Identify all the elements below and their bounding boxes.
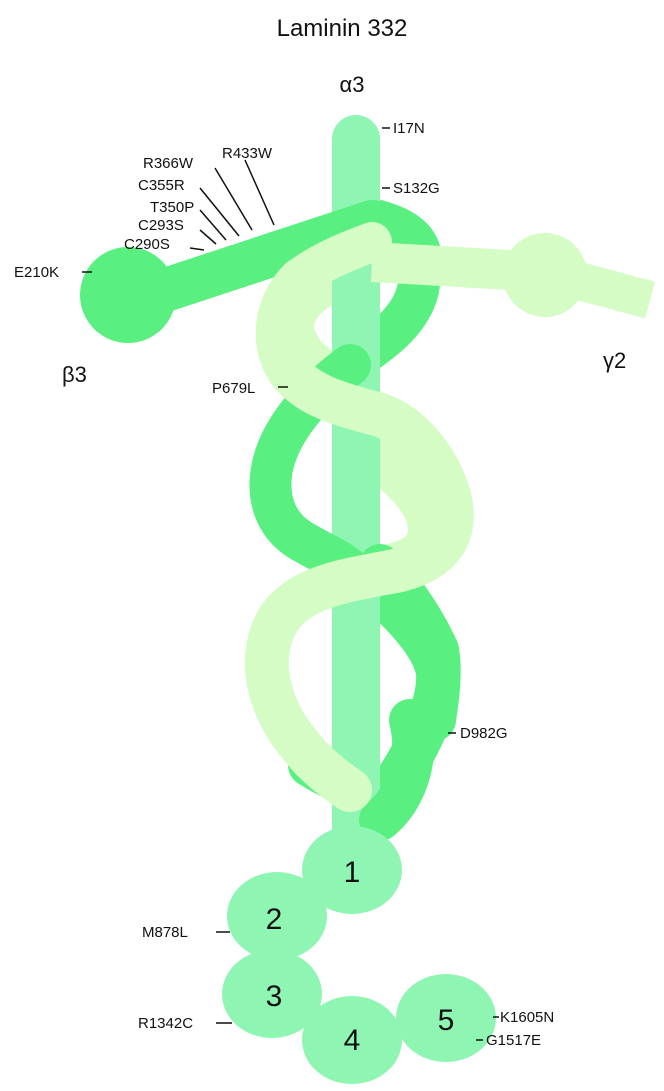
mutation-m878l: M878L <box>142 924 188 941</box>
mutation-c355r: C355R <box>138 177 185 194</box>
mutation-c290s: C290S <box>124 236 170 253</box>
mutation-r366w: R366W <box>143 155 194 172</box>
mutation-r433w: R433W <box>222 145 273 162</box>
beta3-label: β3 <box>62 362 87 387</box>
mutation-k1605n: K1605N <box>500 1009 554 1026</box>
lg-domain-4-label: 4 <box>344 1024 361 1057</box>
mutation-e210k: E210K <box>14 264 59 281</box>
mutation-p679l: P679L <box>212 380 255 397</box>
gamma2-chain-front <box>267 233 650 790</box>
mutation-t350p: T350P <box>150 199 194 216</box>
lg-domain-2-label: 2 <box>266 903 283 936</box>
lg-domain-5-label: 5 <box>438 1004 455 1037</box>
mutation-s132g: S132G <box>393 180 440 197</box>
mutation-r1342c: R1342C <box>138 1015 193 1032</box>
mutation-c293s: C293S <box>138 217 184 234</box>
lg-domains: 1 2 3 4 5 <box>222 826 496 1084</box>
lg-domain-3-label: 3 <box>266 980 283 1013</box>
diagram-title: Laminin 332 <box>277 15 408 42</box>
mutation-i17n: I17N <box>393 120 425 137</box>
lg-domain-1-label: 1 <box>344 856 361 889</box>
mutation-d982g: D982G <box>460 725 508 742</box>
alpha3-label: α3 <box>340 72 365 97</box>
mutation-g1517e: G1517E <box>486 1032 541 1049</box>
gamma2-label: γ2 <box>603 348 626 373</box>
